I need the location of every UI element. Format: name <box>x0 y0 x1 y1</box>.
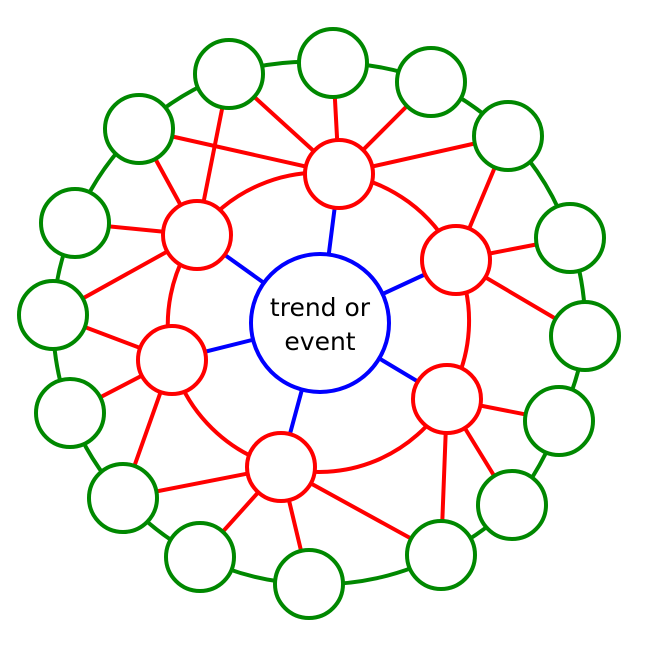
second-order-node <box>34 377 106 449</box>
second-order-node <box>549 300 621 372</box>
center-label-line-2: event <box>284 327 355 356</box>
center-node <box>249 252 391 394</box>
second-order-node <box>103 93 175 165</box>
second-order-node <box>17 279 89 351</box>
center-label-line-1: trend or <box>270 293 371 322</box>
first-order-node <box>136 324 208 396</box>
second-order-nodes <box>17 27 621 620</box>
second-order-node <box>273 548 345 620</box>
second-order-node <box>523 385 595 457</box>
second-order-node <box>472 100 544 172</box>
second-order-node <box>534 202 606 274</box>
first-order-node <box>303 138 375 210</box>
first-order-node <box>411 363 483 435</box>
second-order-node <box>164 521 236 593</box>
first-order-node <box>245 431 317 503</box>
first-order-nodes <box>136 138 492 503</box>
first-order-node <box>420 224 492 296</box>
second-order-node <box>476 469 548 541</box>
second-order-node <box>87 462 159 534</box>
first-order-node <box>161 199 233 271</box>
second-order-node <box>39 187 111 259</box>
second-order-node <box>395 46 467 118</box>
second-order-node <box>297 27 369 99</box>
center-node-group: trend or event <box>249 252 391 394</box>
second-order-node <box>405 519 477 591</box>
second-order-node <box>193 38 265 110</box>
